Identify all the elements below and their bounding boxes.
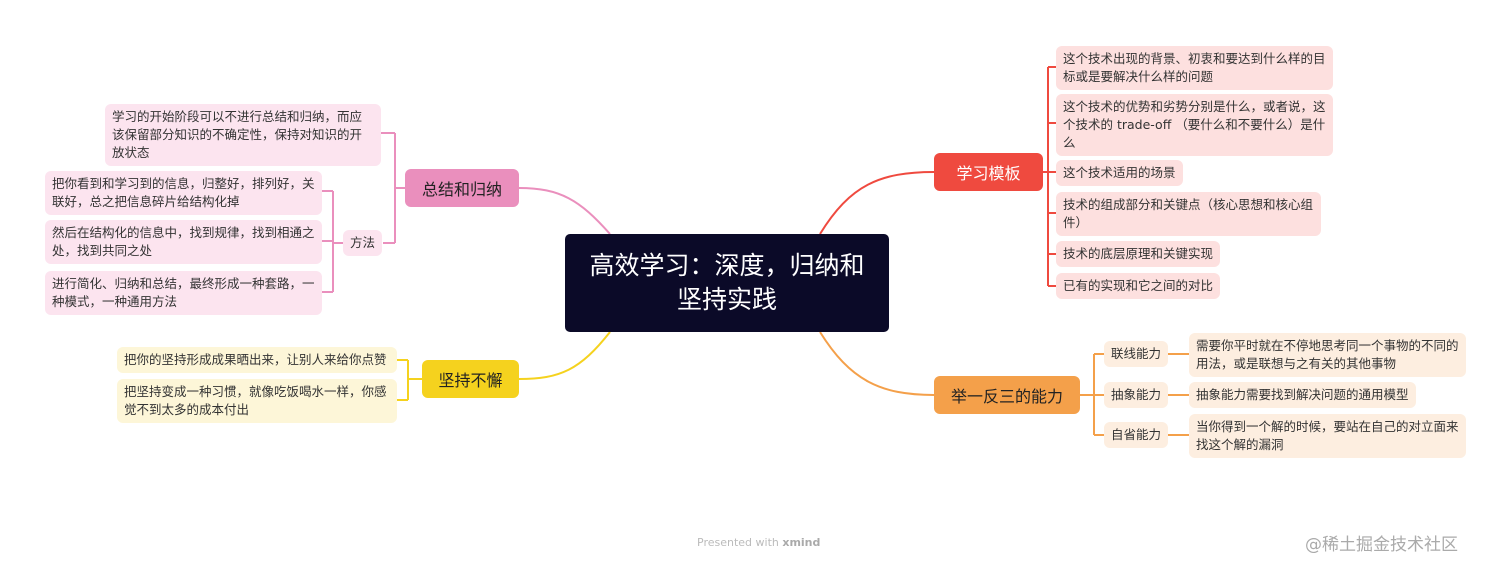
central-topic[interactable]: 高效学习：深度，归纳和坚持实践 [565,234,889,332]
method-item[interactable]: 进行简化、归纳和总结，最终形成一种套路，一种模式，一种通用方法 [45,271,322,315]
method-item[interactable]: 然后在结构化的信息中，找到规律，找到相通之处，找到共同之处 [45,220,322,264]
persist-item[interactable]: 把你的坚持形成成果晒出来，让别人来给你点赞 [117,347,397,373]
branch-summary[interactable]: 总结和归纳 [405,169,519,207]
template-item[interactable]: 技术的底层原理和关键实现 [1056,241,1221,267]
branch-persist[interactable]: 坚持不懈 [422,360,519,398]
summary-method[interactable]: 方法 [343,230,383,256]
template-item[interactable]: 已有的实现和它之间的对比 [1056,273,1221,299]
footer-prefix: Presented with [697,536,783,549]
template-item[interactable]: 技术的组成部分和关键点（核心思想和核心组件） [1056,192,1321,236]
footer-brand: xmind [782,536,821,549]
template-item[interactable]: 这个技术的优势和劣势分别是什么，或者说，这个技术的 trade-off （要什么… [1056,94,1333,156]
ability-label[interactable]: 自省能力 [1104,422,1169,448]
branch-template[interactable]: 学习模板 [934,153,1043,191]
ability-detail[interactable]: 当你得到一个解的时候，要站在自己的对立面来找这个解的漏洞 [1189,414,1466,458]
watermark: @稀土掘金技术社区 [1305,535,1458,555]
summary-intro[interactable]: 学习的开始阶段可以不进行总结和归纳，而应该保留部分知识的不确定性，保持对知识的开… [105,104,381,166]
footer: Presented with xmind [697,536,820,549]
branch-ability[interactable]: 举一反三的能力 [934,376,1080,414]
ability-label[interactable]: 抽象能力 [1104,382,1169,408]
template-item[interactable]: 这个技术出现的背景、初衷和要达到什么样的目标或是要解决什么样的问题 [1056,46,1333,90]
persist-item[interactable]: 把坚持变成一种习惯，就像吃饭喝水一样，你感觉不到太多的成本付出 [117,379,397,423]
ability-detail[interactable]: 需要你平时就在不停地思考同一个事物的不同的用法，或是联想与之有关的其他事物 [1189,333,1466,377]
method-item[interactable]: 把你看到和学习到的信息，归整好，排列好，关联好，总之把信息碎片给结构化掉 [45,171,322,215]
ability-label[interactable]: 联线能力 [1104,341,1169,367]
template-item[interactable]: 这个技术适用的场景 [1056,160,1183,186]
ability-detail[interactable]: 抽象能力需要找到解决问题的通用模型 [1189,382,1416,408]
